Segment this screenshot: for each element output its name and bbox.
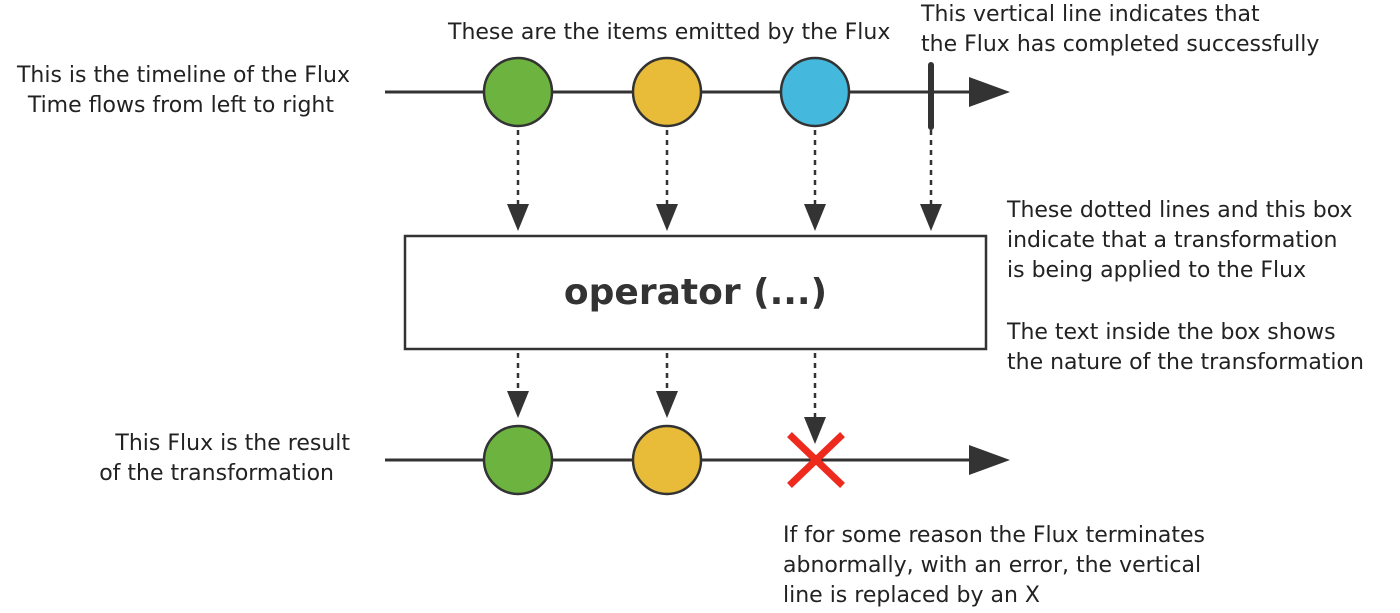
note-error-line-2: abnormally, with an error, the vertical xyxy=(783,553,1202,578)
note-transformation-line-1: These dotted lines and this box xyxy=(1007,198,1353,223)
dotted-lines-into-operator xyxy=(516,130,933,205)
note-result-timeline-line-2: of the transformation xyxy=(99,461,334,486)
note-operator-text-line-1: The text inside the box shows xyxy=(1007,320,1336,345)
note-result-timeline: This Flux is the result of the transform… xyxy=(99,429,350,489)
note-operator-text: The text inside the box shows the nature… xyxy=(1007,318,1364,378)
error-x-stroke-2 xyxy=(787,432,845,488)
source-marble-green xyxy=(482,56,554,128)
source-marble-blue xyxy=(779,56,851,128)
note-source-timeline: This is the timeline of the Flux Time fl… xyxy=(17,61,350,121)
note-completion-line-1: This vertical line indicates that xyxy=(921,2,1260,27)
source-marble-yellow xyxy=(631,56,703,128)
error-x-icon xyxy=(787,432,845,488)
arrowhead-yellow-in xyxy=(656,204,678,231)
result-marble-green xyxy=(482,424,554,496)
source-timeline-arrowhead xyxy=(969,77,1010,107)
note-source-timeline-line-2: Time flows from left to right xyxy=(27,93,334,118)
note-transformation-line-3: is being applied to the Flux xyxy=(1007,258,1307,283)
arrowhead-blue-in xyxy=(804,204,826,231)
note-source-timeline-line-1: This is the timeline of the Flux xyxy=(16,63,350,88)
arrowheads-into-operator xyxy=(507,204,942,231)
note-emitted-items: These are the items emitted by the Flux xyxy=(448,18,890,48)
note-operator-text-line-2: the nature of the transformation xyxy=(1007,350,1364,375)
note-transformation-line-2: indicate that a transformation xyxy=(1007,228,1338,253)
note-error-line-1: If for some reason the Flux terminates xyxy=(783,523,1206,548)
note-completion-line-2: the Flux has completed successfully xyxy=(921,32,1320,57)
result-timeline-arrowhead xyxy=(969,445,1010,475)
arrowhead-green-out xyxy=(507,391,529,418)
note-result-timeline-line-1: This Flux is the result xyxy=(115,431,350,456)
arrowheads-out-of-operator xyxy=(507,391,826,444)
arrowhead-blue-out xyxy=(804,417,826,444)
note-completion: This vertical line indicates that the Fl… xyxy=(921,0,1319,60)
operator-box xyxy=(403,234,988,351)
note-error-line-3: line is replaced by an X xyxy=(783,583,1040,608)
arrowhead-yellow-out xyxy=(656,391,678,418)
arrowhead-completion-in xyxy=(920,204,942,231)
note-error: If for some reason the Flux terminates a… xyxy=(783,521,1205,611)
result-marble-yellow xyxy=(631,424,703,496)
note-transformation: These dotted lines and this box indicate… xyxy=(1007,196,1353,286)
operator-label: operator (...) xyxy=(563,272,828,313)
dotted-lines-out-of-operator xyxy=(516,353,817,418)
arrowhead-green-in xyxy=(507,204,529,231)
note-emitted-items-line-1: These are the items emitted by the Flux xyxy=(448,20,891,45)
